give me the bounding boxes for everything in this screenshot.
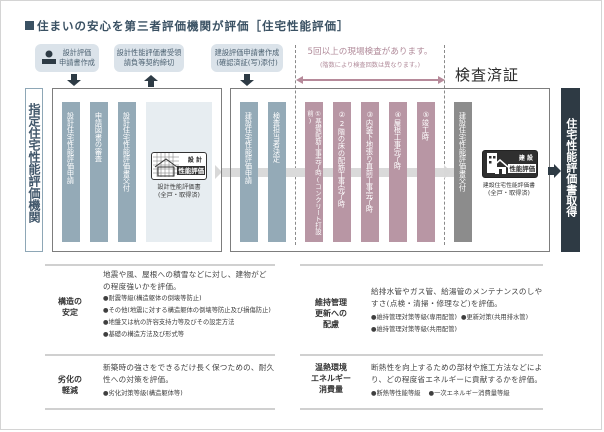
category-deterioration-description: 新築時の強さをできるだけ長く保つための、耐久性への対策を評価。 [103, 363, 275, 384]
final-label: 住宅性能評価書取得 [564, 118, 578, 217]
category-deterioration-title: 劣化の 軽減 [58, 375, 82, 395]
step-design-receipt: 設計性能評価書受領 請負等契約締切 [114, 44, 184, 72]
category-energy-description: 断熱性を向上するための部材や施工方法などにより、どの程度省エネルギーに貢献するか… [371, 363, 543, 384]
column-label: ①基礎配筋工事完了時(コンクリート打設前) [306, 110, 322, 235]
design-application-label: 設計評価 申請書作成 [59, 48, 95, 67]
inspection-column-3: ③内装下地張り直前工事完了時 [361, 102, 379, 242]
column-label: 申請図書の審査 [94, 112, 104, 163]
category-maintenance-bullet: ●維持管理対策等級(専用配管) ●更新対策(共用排水管) [371, 314, 529, 321]
design-certificate-subcaption: (全戸・取得済) [158, 192, 200, 199]
dashed-divider-right [444, 45, 445, 245]
flow-arrow-icon [444, 165, 451, 179]
divider [300, 354, 543, 356]
construction-certificate-subcaption: (全戸・取得済) [488, 190, 530, 197]
column-label: 建設住宅性能評価申請 [244, 112, 254, 184]
category-maintenance-bullet: ●維持管理対策等級(共用配管) [371, 326, 457, 333]
column-label: 設計住宅性能評価書交付 [122, 112, 132, 192]
step-design-application: 設計評価 申請書作成 [35, 44, 99, 72]
column-label: ③内装下地張り直前工事完了時 [365, 110, 375, 213]
final-certificate-box: 住宅性能評価書取得 [561, 88, 580, 252]
dashed-divider-left [295, 45, 296, 245]
inspection-column-4: ④屋根工事完了時 [389, 102, 407, 242]
category-structure-bullet: ●耐震等級(構造躯体の倒壊等防止) [103, 295, 202, 302]
icon-top-text: 設 計 [187, 157, 202, 164]
page-title: 住まいの安心を第三者評価機関が評価［住宅性能評価］ [25, 18, 350, 34]
column-label: ②2階の床の配筋工事完了時 [337, 110, 347, 208]
person-icon [42, 50, 56, 64]
icon-bottom-text: 性能評価 [508, 164, 536, 173]
category-deterioration-bullet: ●劣化対策等級(構造躯体等) [103, 390, 183, 397]
divider [45, 354, 275, 356]
column-label: 検査担当者決定 [272, 112, 282, 163]
category-structure-bullet: ●その他(地震に対する構造躯体の倒壊等防止及び損傷防止) [103, 307, 271, 314]
title-text: 住まいの安心を第三者評価機関が評価［住宅性能評価］ [37, 19, 350, 33]
design-certificate-caption: 設計性能評価書 [157, 184, 201, 191]
column-label: ④屋根工事完了時 [393, 110, 403, 170]
step-construction-application: 建設評価申請書作成 (確認済証(写)添付) [211, 44, 283, 72]
category-maintenance-description: 給排水管やガス管、給湯管のメンテナンスのしやすさ(点検・清掃・修理など)を評価。 [371, 287, 543, 308]
divider [45, 264, 275, 266]
category-energy-title: 温熱環境 エネルギー 消費量 [311, 363, 351, 394]
construction-application-label: 建設評価申請書作成 (確認済証(写)添付) [214, 48, 280, 67]
construction-certificate-icon: 建 設 性能評価 [482, 150, 538, 178]
construction-certificate-caption: 建設住宅性能評価書 [482, 183, 536, 189]
design-column: 設計住宅性能評価申請 [62, 102, 80, 242]
construction-column: 検査担当者決定 [268, 102, 286, 242]
divider [45, 408, 275, 410]
building-house-icon [487, 153, 509, 174]
square-bullet-icon [25, 21, 34, 30]
construction-column: 建設住宅性能評価申請 [240, 102, 258, 242]
column-label: 建設住宅性能評価書交付 [458, 112, 468, 192]
issue-column: 建設住宅性能評価書交付 [454, 102, 472, 242]
construction-certificate-area: 建 設 性能評価 建設住宅性能評価書 (全戸・取得済) [478, 102, 546, 242]
inspection-column-5: ⑤竣工時 [417, 102, 435, 242]
column-label: 設計住宅性能評価申請 [66, 112, 76, 184]
house-grid-icon [153, 153, 179, 177]
column-label: ⑤竣工時 [421, 110, 431, 141]
category-structure-title: 構造の 安定 [58, 297, 82, 317]
design-certificate-area: 設 計 性能評価 設計性能評価書 (全戸・取得済) [146, 102, 212, 242]
onsite-inspection-note: 5回以上の現場検査があります。 [307, 47, 433, 57]
category-structure-bullet: ●地盤又は杭の許容支持力等及びその設定方法 [103, 319, 235, 326]
design-column: 設計住宅性能評価書交付 [118, 102, 136, 242]
category-maintenance-title: 維持管理 更新への 配慮 [315, 298, 347, 329]
organization-label: 指定住宅性能評価機関 [27, 103, 41, 223]
inspection-certificate-label: 検査済証 [455, 66, 520, 84]
inspection-column-2: ②2階の床の配筋工事完了時 [333, 102, 351, 242]
onsite-inspection-subnote: (階数により検査回数は異なります。) [320, 62, 420, 69]
category-structure-description: 地震や風、屋根への積雪などに対し、建物がどの程度強いかを評価。 [103, 270, 267, 291]
design-receipt-label: 設計性能評価書受領 請負等契約締切 [116, 48, 182, 67]
category-energy-bullet: ●断熱等性能等級 ●一次エネルギー消費量等級 [371, 390, 510, 397]
design-evaluation-panel [52, 88, 222, 252]
organization-box: 指定住宅性能評価機関 [25, 88, 43, 252]
icon-top-text: 建 設 [518, 155, 533, 162]
icon-bottom-text: 性能評価 [177, 166, 205, 175]
divider [300, 408, 543, 410]
category-structure-bullet: ●基礎の構造方法及び形式等 [103, 331, 185, 338]
design-certificate-icon: 設 計 性能評価 [151, 152, 207, 180]
divider [300, 264, 543, 266]
flow-arrow-icon [215, 165, 222, 179]
design-column: 申請図書の審査 [90, 102, 108, 242]
inspection-column-1: ①基礎配筋工事完了時(コンクリート打設前) [305, 102, 323, 242]
